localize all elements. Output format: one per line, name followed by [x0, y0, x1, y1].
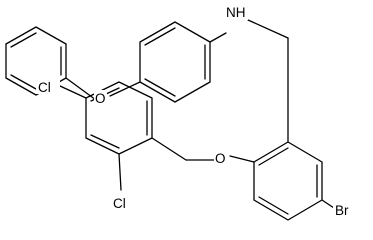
aniline-ring	[139, 21, 211, 103]
bond-oxygen-bromophenyl	[229, 155, 255, 163]
bond-ring-chlorine-bottom	[118, 153, 122, 191]
bromophenyl-ring	[253, 141, 323, 221]
bromine-label: Br	[335, 203, 349, 218]
oxygen-label-mid: O	[215, 151, 226, 166]
atom-label-cl-bottom: Cl	[111, 195, 133, 211]
atom-label-br: Br	[333, 202, 357, 218]
bond-aniline-oxygen	[109, 81, 141, 97]
bond-ring-bromine	[321, 199, 335, 209]
bond-phenyl-oxygen	[65, 77, 97, 101]
nitrogen-label: NH	[226, 5, 246, 20]
atom-label-o-top: O	[94, 90, 107, 106]
bond-nitrogen-methylene	[247, 19, 289, 39]
molecule-structure-diagram: NH O O Cl Cl Br	[5, 3, 357, 221]
bond-ring-methylene	[151, 137, 187, 161]
atom-label-o-mid: O	[214, 150, 228, 166]
bond-ring-nitrogen	[209, 32, 227, 43]
oxygen-label-top: O	[95, 91, 106, 106]
chlorine-label-top: Cl	[38, 80, 51, 95]
bond-ring-chlorine-top	[59, 85, 87, 99]
atom-label-nh: NH	[224, 3, 248, 20]
chlorine-label-bottom: Cl	[113, 196, 126, 211]
atom-label-cl-top: Cl	[36, 79, 60, 95]
